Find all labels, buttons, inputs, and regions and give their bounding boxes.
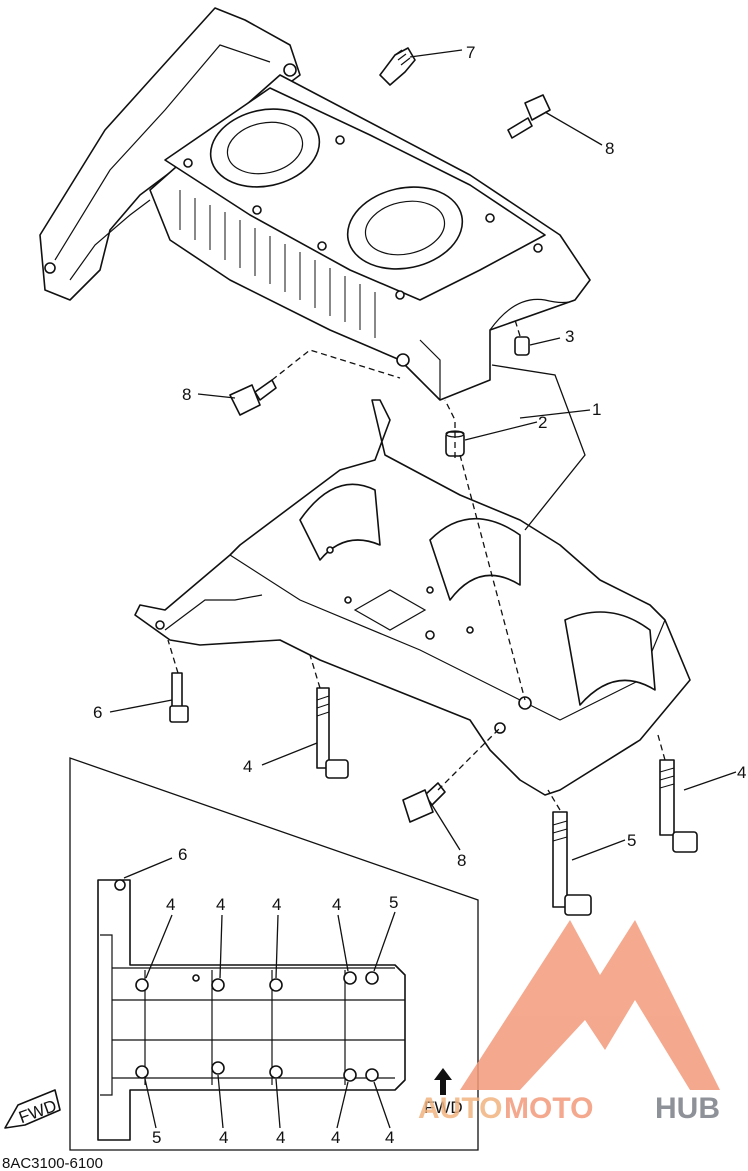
- part-8-bolt-upper: [507, 94, 551, 139]
- part-5-bolt: [552, 811, 592, 916]
- watermark-text-hub: HUB: [655, 1092, 720, 1125]
- callout-4-left: 4: [243, 757, 252, 776]
- fwd-arrow-left: FWD: [4, 1089, 61, 1129]
- part-3-dowel: [514, 336, 530, 356]
- inset-callout-4-a: 4: [166, 895, 175, 914]
- inset-callout-4-f: 4: [276, 1128, 285, 1147]
- callout-1: 1: [592, 400, 601, 419]
- fwd-label-left: FWD: [16, 1096, 59, 1127]
- part-4-bolt-right: [659, 759, 698, 853]
- callout-8-lower: 8: [457, 851, 466, 870]
- watermark-logo: AUTO MOTO HUB: [418, 920, 720, 1125]
- inset-callout-4-h: 4: [385, 1128, 394, 1147]
- inset-callout-4-e: 4: [219, 1128, 228, 1147]
- part-6-bolt: [169, 672, 189, 723]
- callout-2: 2: [538, 413, 547, 432]
- callout-3: 3: [565, 327, 574, 346]
- callout-4-right: 4: [737, 763, 746, 782]
- diagram-code: 8AC3100-6100: [2, 1155, 103, 1171]
- inset-callout-5-b: 5: [152, 1128, 161, 1147]
- callout-7: 7: [466, 43, 475, 62]
- assembly-lines: [167, 319, 666, 811]
- inset-bottom-view: 6 4 4 4 4 5 5 4 4 4 4: [69, 757, 479, 1151]
- fwd-label-up: FWD: [424, 1098, 463, 1117]
- inset-callout-4-c: 4: [272, 895, 281, 914]
- part-4-bolt-left: [316, 687, 349, 779]
- callout-8-middle: 8: [182, 385, 191, 404]
- callout-5: 5: [627, 831, 636, 850]
- part-8-bolt-middle: [229, 379, 277, 416]
- callout-labels: 7 8 3 1 2 8 6 4 4 8 5: [93, 43, 746, 870]
- lower-crankcase: [134, 399, 691, 796]
- watermark-logo-mark: [460, 920, 720, 1090]
- arrow-up-icon: [434, 1068, 452, 1095]
- upper-crankcase: [39, 7, 591, 401]
- watermark-text-moto: MOTO: [504, 1092, 593, 1125]
- inset-callout-6: 6: [178, 845, 187, 864]
- fwd-arrow-up: FWD: [424, 1068, 463, 1117]
- inset-callout-4-d: 4: [332, 895, 341, 914]
- inset-callout-5-a: 5: [389, 893, 398, 912]
- leader-lines: [109, 49, 737, 861]
- watermark-text-auto: AUTO: [418, 1092, 502, 1125]
- inset-callout-4-b: 4: [216, 895, 225, 914]
- callout-6: 6: [93, 703, 102, 722]
- inset-callout-4-g: 4: [331, 1128, 340, 1147]
- part-7-plug: [379, 47, 416, 86]
- callout-8-upper: 8: [605, 139, 614, 158]
